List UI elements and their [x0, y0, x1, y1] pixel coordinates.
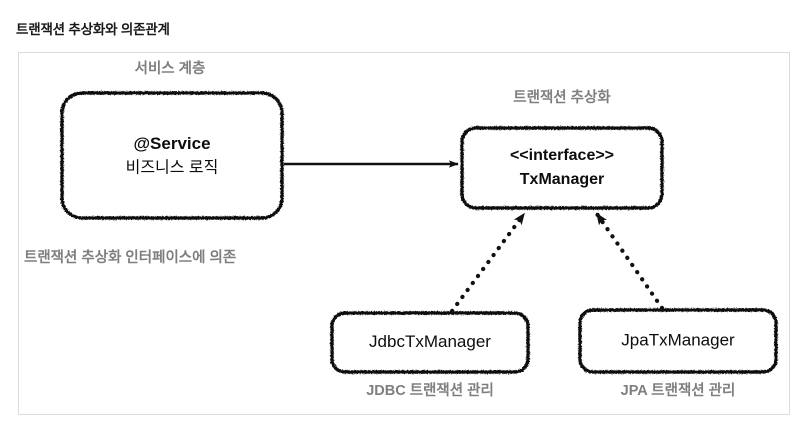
node-label-txmanager-0: <<interface>> — [510, 147, 614, 164]
node-service: @Service 비즈니스 로직 — [60, 91, 284, 220]
edge-jdbc-realizes-txmanager — [449, 211, 527, 314]
annotation-jpa-tx-management: JPA 트랜잭션 관리 — [621, 382, 736, 399]
edges-layer — [284, 160, 665, 314]
annotation-depends-on-interface: 트랜잭션 추상화 인터페이스에 의존 — [24, 248, 236, 266]
node-label-jdbc-txmanager-0: JdbcTxManager — [369, 332, 491, 351]
annotation-jdbc-tx-management: JDBC 트랜잭션 관리 — [366, 382, 494, 399]
node-border-service — [60, 91, 284, 220]
node-txmanager: <<interface>> TxManager — [460, 126, 664, 210]
annotation-service-layer: 서비스 계층 — [135, 60, 206, 77]
node-jdbc-txmanager: JdbcTxManager — [330, 311, 530, 374]
node-border-jdbc-txmanager — [330, 311, 530, 374]
node-label-service-1: 비즈니스 로직 — [126, 159, 219, 177]
node-label-jpa-txmanager-0: JpaTxManager — [621, 330, 735, 349]
page-title: 트랜잭션 추상화와 의존관계 — [16, 22, 170, 37]
node-label-service-0: @Service — [133, 134, 210, 153]
annotation-tx-abstraction: 트랜잭션 추상화 — [513, 89, 611, 106]
node-jpa-txmanager: JpaTxManager — [578, 308, 778, 374]
edge-jpa-realizes-txmanager — [594, 211, 665, 311]
node-border-jpa-txmanager — [578, 308, 778, 374]
node-label-txmanager-1: TxManager — [520, 171, 604, 188]
node-border-txmanager — [460, 126, 664, 210]
nodes-layer: @Service 비즈니스 로직 <<interface>> TxManagerJdb… — [60, 91, 778, 374]
